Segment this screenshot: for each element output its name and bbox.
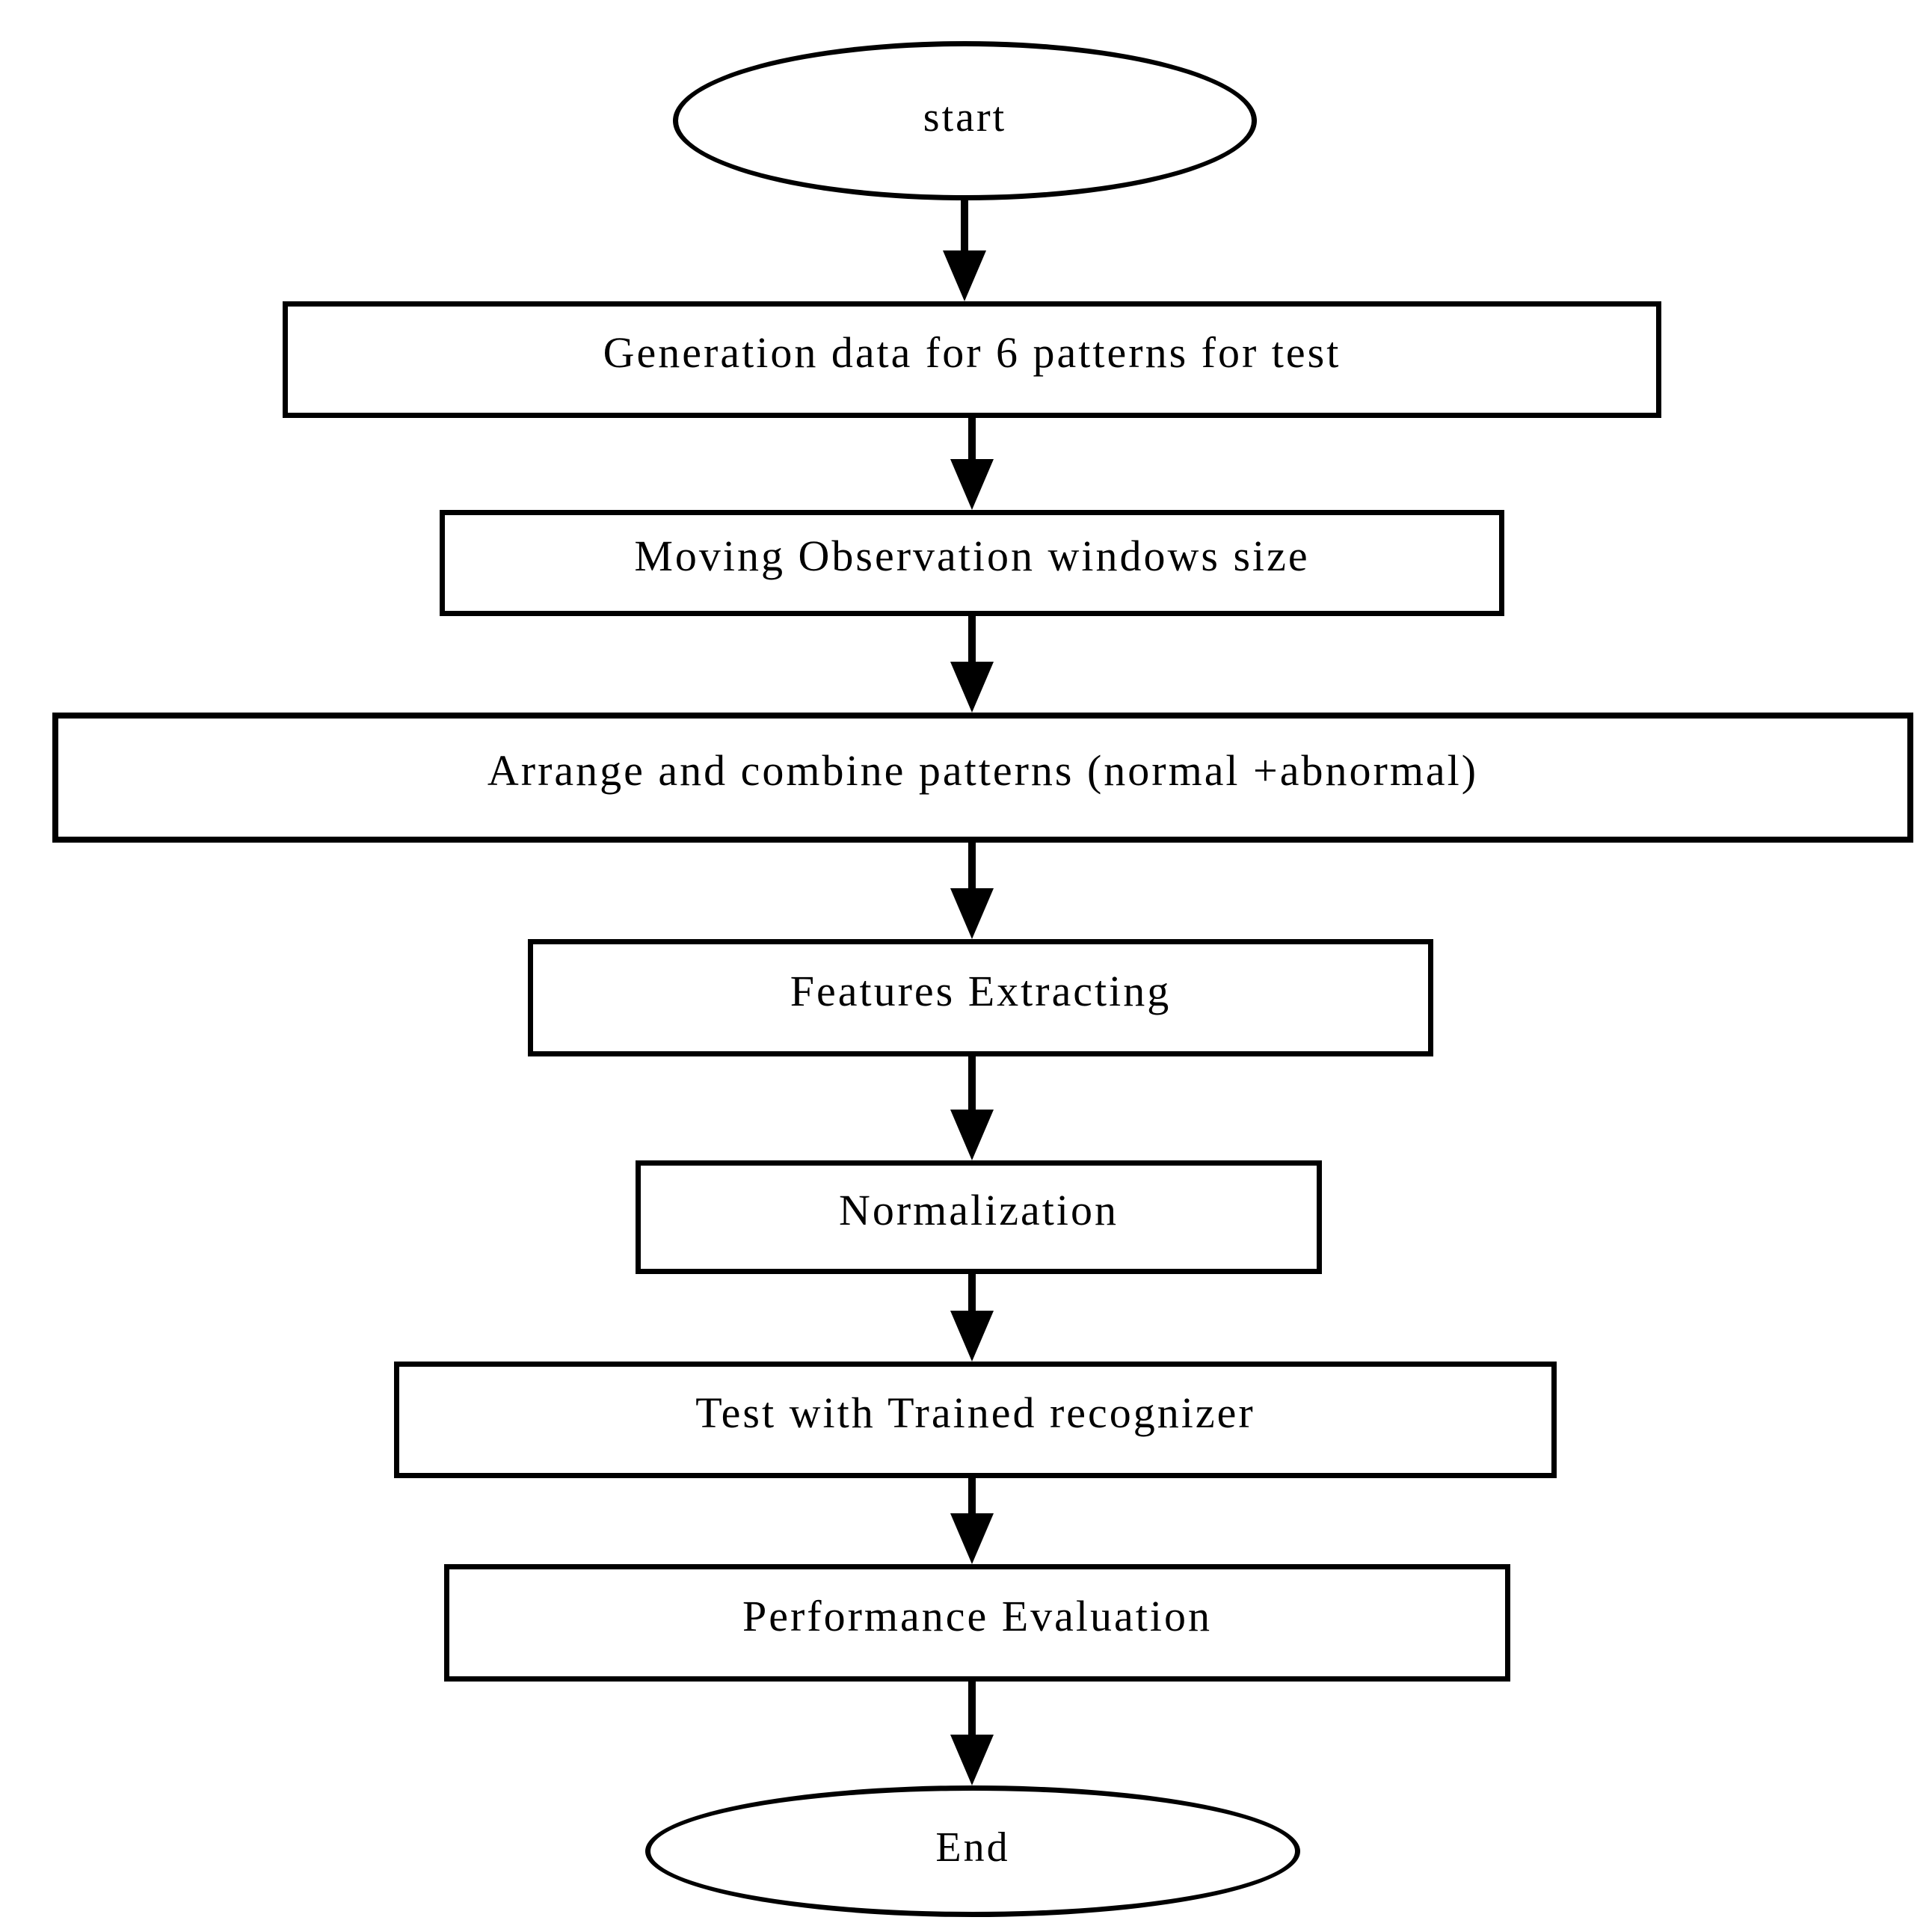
arrow-shaft <box>968 843 976 894</box>
arrow-head <box>950 459 994 510</box>
arrow-head <box>950 1110 994 1160</box>
node-start-label: start <box>923 93 1007 141</box>
node-generation-data-for-test: Generation data for 6 patterns for test <box>283 301 1661 418</box>
node-normalization-label: Normalization <box>838 1186 1119 1235</box>
node-test-with-trained-recognizer: Test with Trained recognizer <box>394 1362 1557 1478</box>
node-features-extracting: Features Extracting <box>528 939 1433 1056</box>
node-features-extracting-label: Features Extracting <box>790 966 1172 1015</box>
arrow-head <box>950 1735 994 1785</box>
arrow-shaft <box>968 616 976 668</box>
connector-arrow-down-icon <box>950 1682 994 1785</box>
arrow-head <box>943 250 986 301</box>
node-arrange-combine-patterns: Arrange and combine patterns (normal +ab… <box>52 713 1913 843</box>
node-normalization: Normalization <box>636 1160 1322 1274</box>
arrow-head <box>950 1513 994 1564</box>
node-moving-observation-windows-size-label: Moving Observation windows size <box>634 532 1310 581</box>
node-generation-data-for-test-label: Generation data for 6 patterns for test <box>603 328 1341 378</box>
node-end: End <box>645 1785 1300 1917</box>
connector-arrow-down-icon <box>950 843 994 939</box>
node-performance-evaluation: Performance Evaluation <box>444 1564 1510 1682</box>
node-moving-observation-windows-size: Moving Observation windows size <box>440 510 1504 616</box>
arrow-shaft <box>968 1682 976 1741</box>
node-test-with-trained-recognizer-label: Test with Trained recognizer <box>695 1388 1255 1438</box>
arrow-shaft <box>968 1478 976 1519</box>
node-end-label: End <box>935 1824 1010 1871</box>
arrow-head <box>950 662 994 713</box>
node-arrange-combine-patterns-label: Arrange and combine patterns (normal +ab… <box>487 746 1479 796</box>
connector-arrow-down-icon <box>950 418 994 510</box>
arrow-head <box>950 1311 994 1362</box>
arrow-head <box>950 888 994 939</box>
node-start: start <box>673 41 1257 200</box>
connector-arrow-down-icon <box>950 616 994 713</box>
arrow-shaft <box>968 1274 976 1317</box>
arrow-shaft <box>961 200 968 256</box>
connector-arrow-down-icon <box>950 1274 994 1362</box>
connector-arrow-down-icon <box>950 1478 994 1564</box>
arrow-shaft <box>968 1056 976 1116</box>
arrow-shaft <box>968 418 976 465</box>
node-performance-evaluation-label: Performance Evaluation <box>742 1591 1213 1640</box>
connector-arrow-down-icon <box>942 200 987 301</box>
connector-arrow-down-icon <box>950 1056 994 1160</box>
